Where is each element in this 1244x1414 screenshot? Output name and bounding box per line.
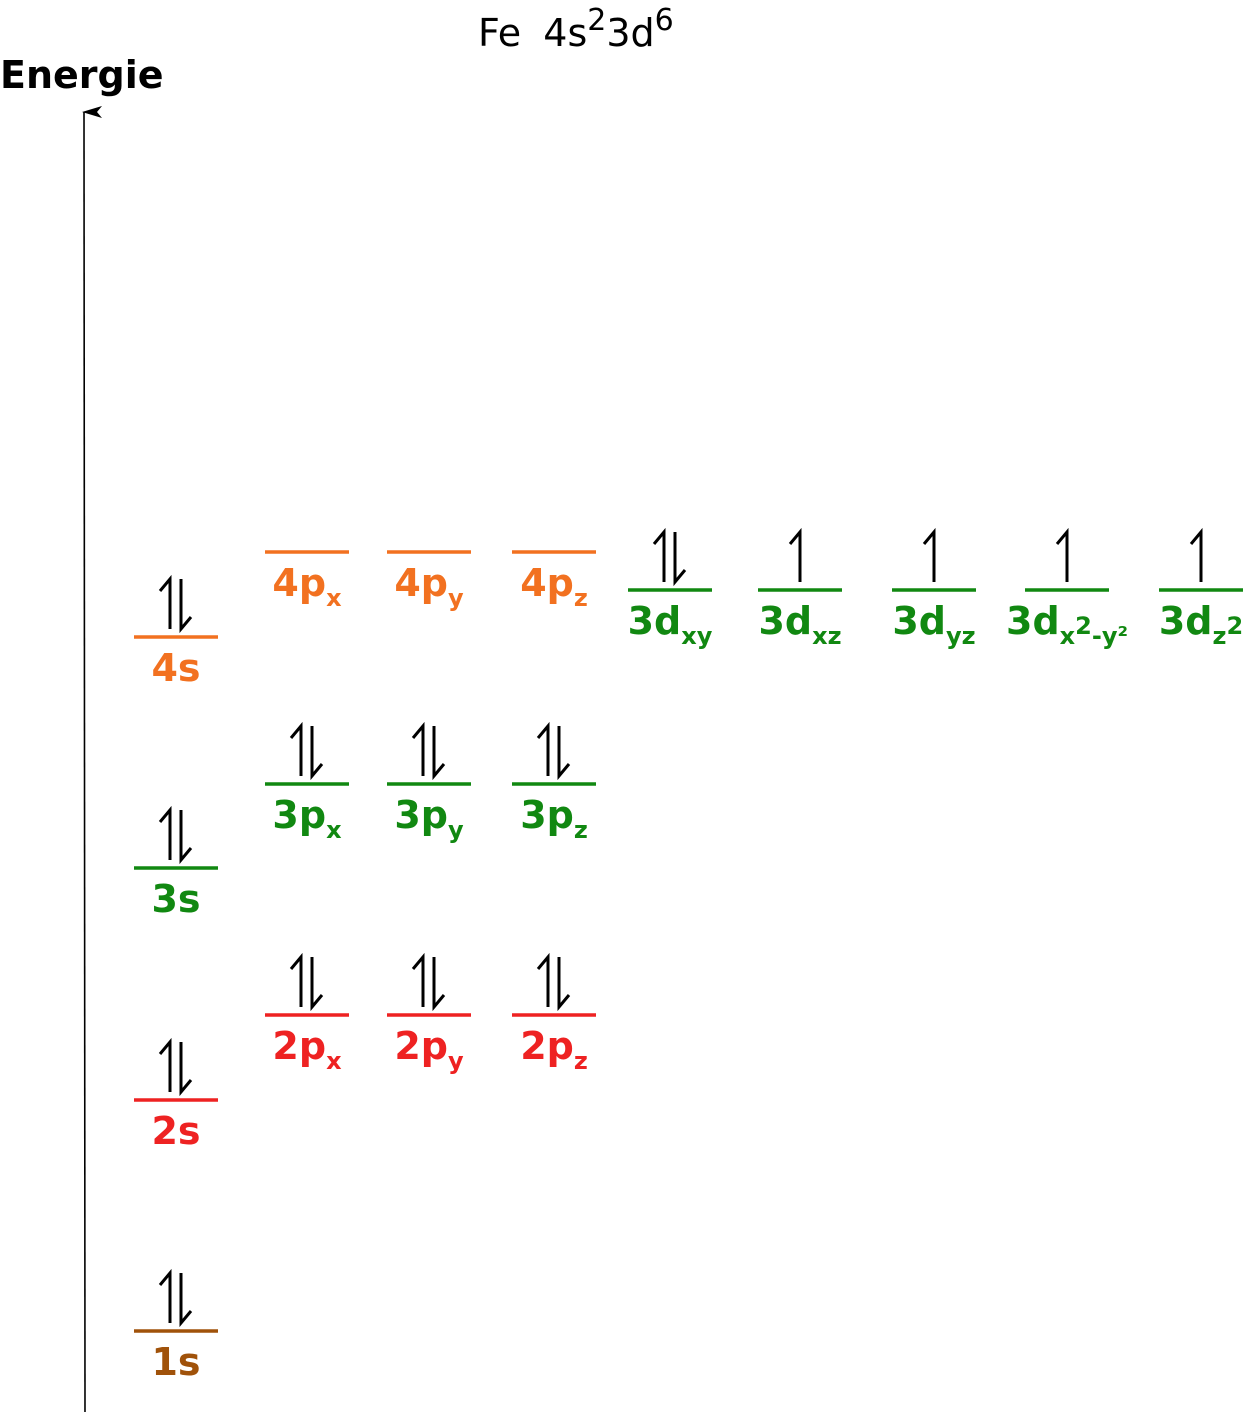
spin-up-arrow (158, 1037, 172, 1092)
spin-up-arrow (411, 721, 425, 776)
orbital-label: 2py (394, 1024, 464, 1075)
orbital-4pz: 4pz (512, 550, 596, 612)
orbital-2px: 2px (265, 952, 349, 1075)
orbital-2py: 2py (387, 952, 471, 1075)
orbital-label: 3px (272, 793, 342, 844)
spin-up-arrow (536, 721, 550, 776)
spin-down-arrow (557, 726, 571, 781)
orbital-3dxy: 3dxy (628, 527, 713, 650)
orbital-label: 3s (151, 877, 200, 921)
spin-up-arrow (652, 527, 666, 582)
spin-down-arrow (179, 579, 193, 634)
spin-up-arrow (158, 574, 172, 629)
spin-down-arrow (179, 1273, 193, 1328)
spin-up-arrow (536, 952, 550, 1007)
orbital-label: 4py (394, 561, 464, 612)
spin-up-arrow (922, 527, 936, 582)
spin-up-arrow (289, 952, 303, 1007)
orbital-1s: 1s (134, 1268, 218, 1384)
orbital-label: 1s (151, 1340, 200, 1384)
spin-up-arrow (411, 952, 425, 1007)
spin-down-arrow (179, 1042, 193, 1097)
orbital-label: 3dyz (892, 599, 975, 650)
spin-down-arrow (673, 532, 687, 587)
spin-up-arrow (158, 1268, 172, 1323)
energy-levels: 1s 2s 2px 2py 2pz 3s 3px 3py 3pz 4s 4px 4py 4pz 3dxy 3… (134, 527, 1243, 1384)
orbital-2s: 2s (134, 1037, 218, 1153)
orbital-4py: 4py (387, 550, 471, 612)
spin-up-arrow (1055, 527, 1069, 582)
energy-axis (82, 105, 103, 1413)
orbital-label: 3dx2-y² (1006, 599, 1128, 650)
spin-up-arrow (158, 805, 172, 860)
orbital-label: 2s (151, 1109, 200, 1153)
orbital-label: 3pz (520, 793, 588, 844)
orbital-3s: 3s (134, 805, 218, 921)
orbital-label: 4s (151, 646, 200, 690)
spin-down-arrow (179, 810, 193, 865)
orbital-label: 4px (272, 561, 342, 612)
diagram-title: Fe 4s23d6 (478, 3, 674, 55)
spin-down-arrow (310, 726, 324, 781)
spin-down-arrow (432, 726, 446, 781)
orbital-3dx2y2: 3dx2-y² (1006, 527, 1128, 650)
orbital-3pz: 3pz (512, 721, 596, 844)
orbital-4px: 4px (265, 550, 349, 612)
orbital-3py: 3py (387, 721, 471, 844)
orbital-label: 2pz (520, 1024, 588, 1075)
orbital-2pz: 2pz (512, 952, 596, 1075)
spin-down-arrow (557, 957, 571, 1012)
orbital-label: 3py (394, 793, 464, 844)
orbital-3dyz: 3dyz (892, 527, 976, 650)
orbital-3px: 3px (265, 721, 349, 844)
axis-label: Energie (0, 53, 164, 97)
spin-down-arrow (432, 957, 446, 1012)
spin-up-arrow (1189, 527, 1203, 582)
orbital-4s: 4s (134, 574, 218, 690)
orbital-label: 4pz (520, 561, 588, 612)
orbital-3dxz: 3dxz (758, 527, 842, 650)
orbital-label: 3dxy (628, 599, 713, 650)
spin-up-arrow (289, 721, 303, 776)
spin-up-arrow (788, 527, 802, 582)
orbital-label: 3dxz (758, 599, 841, 650)
orbital-label: 3dz2 (1159, 599, 1243, 650)
spin-down-arrow (310, 957, 324, 1012)
orbital-3dz2: 3dz2 (1159, 527, 1243, 650)
orbital-label: 2px (272, 1024, 342, 1075)
